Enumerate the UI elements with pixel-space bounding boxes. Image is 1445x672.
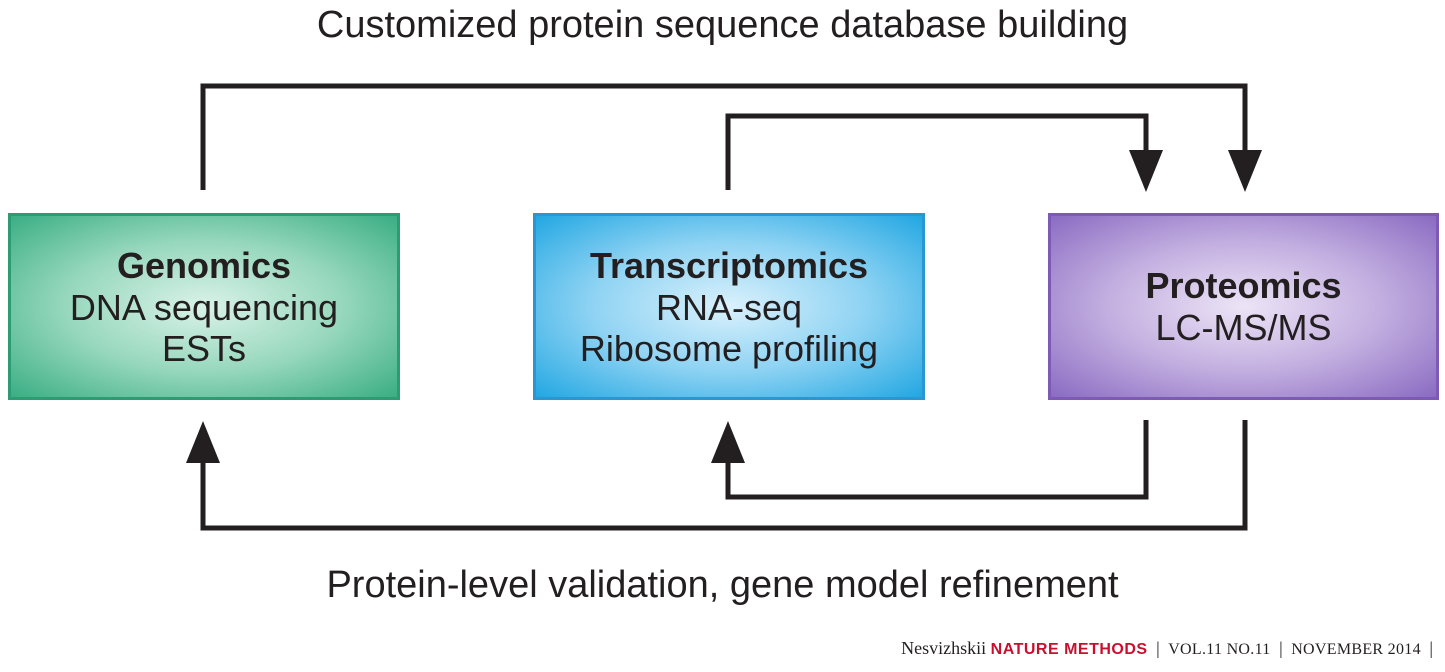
transcriptomics-title: Transcriptomics	[589, 244, 869, 286]
arrowhead-transcriptomics-to-proteomics	[1129, 150, 1163, 192]
arrowhead-proteomics-to-transcriptomics	[711, 421, 745, 463]
citation-footer: Nesvizhskii NATURE METHODS | VOL.11 NO.1…	[901, 638, 1437, 659]
arrow-proteomics-to-genomics	[200, 420, 1248, 531]
citation-author: Nesvizhskii	[901, 638, 987, 658]
citation-separator: |	[1279, 638, 1283, 658]
genomics-box: Genomics DNA sequencing ESTs	[8, 213, 400, 400]
genomics-line-2: ESTs	[161, 327, 247, 369]
citation-volume: VOL.11 NO.11	[1168, 641, 1271, 658]
proteomics-title: Proteomics	[1145, 265, 1342, 306]
citation-separator: |	[1429, 638, 1433, 658]
proteomics-box: Proteomics LC-MS/MS	[1048, 213, 1439, 400]
top-caption: Customized protein sequence database bui…	[316, 4, 1129, 46]
genomics-line-1: DNA sequencing	[69, 286, 339, 328]
proteomics-line-1: LC-MS/MS	[1155, 307, 1332, 348]
genomics-title: Genomics	[116, 244, 292, 286]
arrowhead-proteomics-to-genomics	[186, 421, 220, 463]
citation-separator: |	[1156, 638, 1160, 658]
transcriptomics-box: Transcriptomics RNA-seq Ribosome profili…	[533, 213, 925, 400]
arrow-genomics-to-proteomics	[200, 83, 1248, 190]
bottom-caption: Protein-level validation, gene model ref…	[326, 564, 1119, 606]
transcriptomics-line-1: RNA-seq	[655, 286, 803, 328]
arrow-proteomics-to-transcriptomics	[725, 420, 1149, 500]
arrowhead-genomics-to-proteomics	[1228, 150, 1262, 192]
transcriptomics-line-2: Ribosome profiling	[579, 327, 879, 369]
arrow-transcriptomics-to-proteomics	[725, 113, 1149, 190]
citation-journal: NATURE METHODS	[990, 641, 1148, 658]
citation-date: NOVEMBER 2014	[1291, 641, 1421, 658]
